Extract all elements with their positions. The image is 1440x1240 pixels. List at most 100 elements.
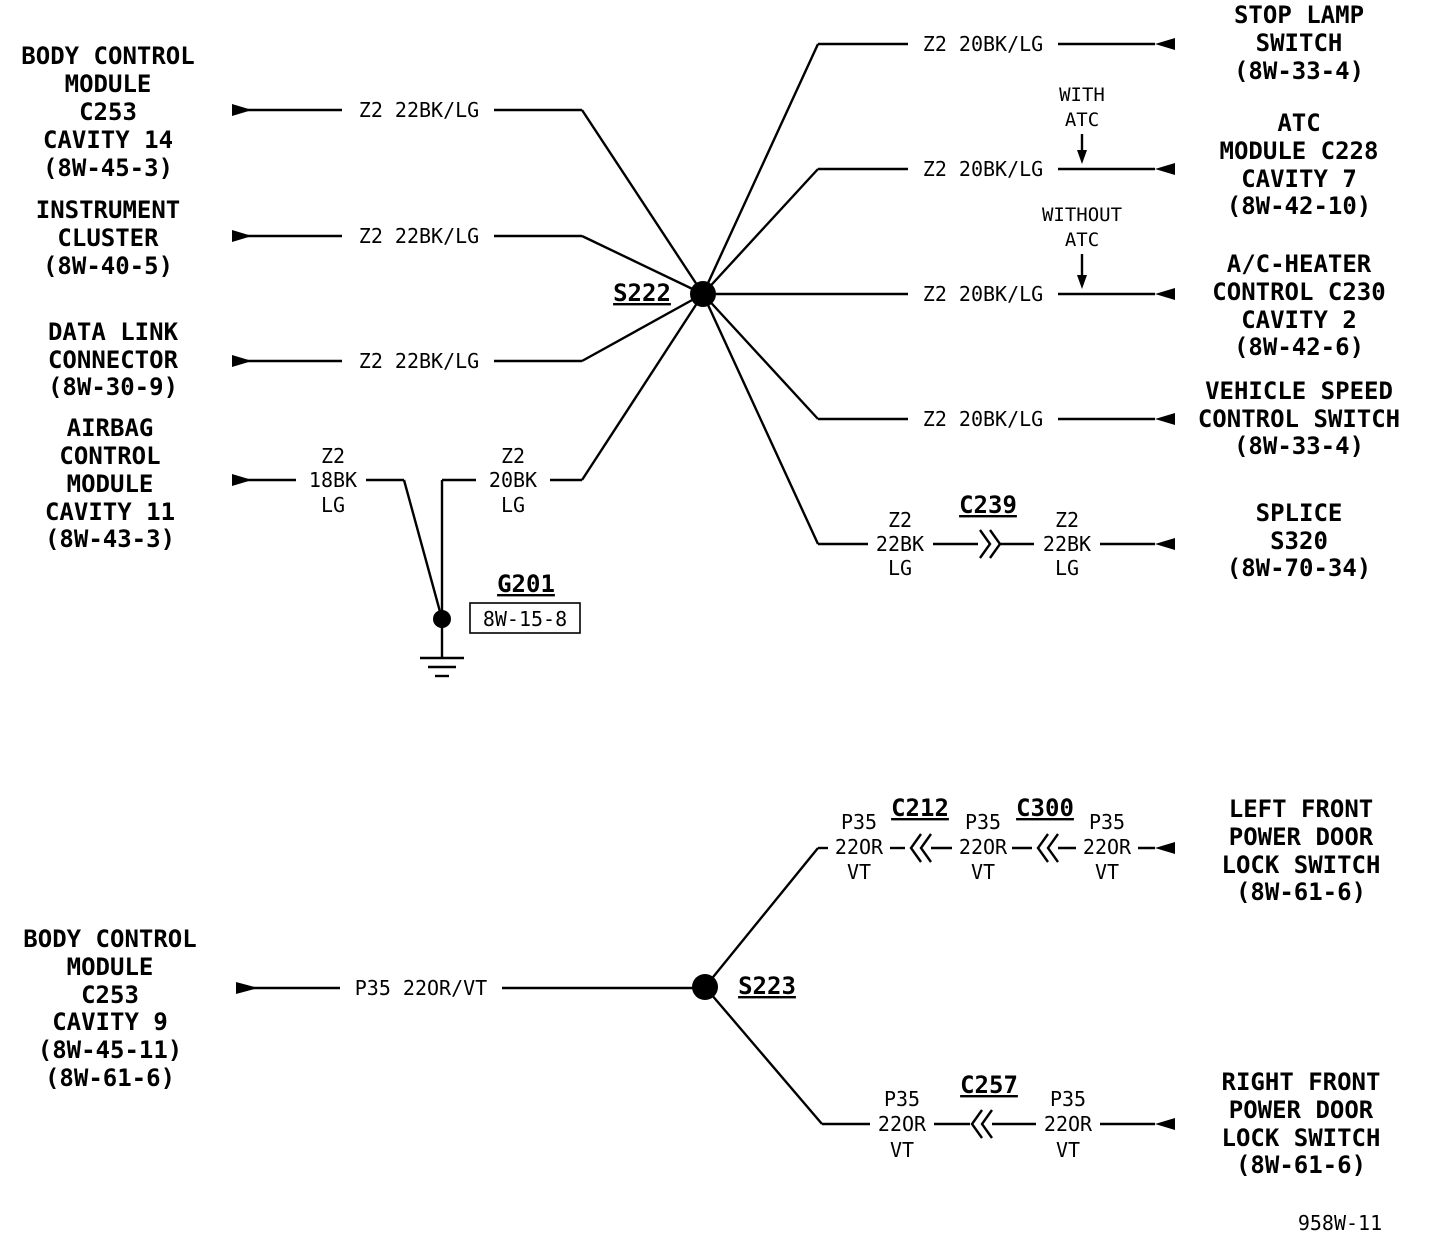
s222-right-wire-labels: Z2 20BK/LG Z2 20BK/LG Z2 20BK/LG Z2 20BK… bbox=[876, 32, 1091, 580]
svg-text:(8W-45-11): (8W-45-11) bbox=[38, 1036, 183, 1064]
svg-text:Z2: Z2 bbox=[888, 508, 912, 532]
splice-s222: S222 bbox=[613, 279, 716, 307]
arrow-head-icon bbox=[1155, 413, 1175, 425]
svg-text:LG: LG bbox=[501, 493, 525, 517]
svg-text:RIGHT FRONT: RIGHT FRONT bbox=[1222, 1068, 1381, 1096]
down-arrow-icon bbox=[1077, 150, 1087, 164]
svg-text:(8W-61-6): (8W-61-6) bbox=[1236, 1151, 1366, 1179]
svg-text:P35: P35 bbox=[841, 810, 877, 834]
svg-text:LG: LG bbox=[1055, 556, 1079, 580]
svg-text:POWER DOOR: POWER DOOR bbox=[1229, 823, 1374, 851]
svg-text:Z2 20BK/LG: Z2 20BK/LG bbox=[923, 157, 1043, 181]
svg-text:P35: P35 bbox=[1050, 1087, 1086, 1111]
svg-text:22OR: 22OR bbox=[959, 835, 1008, 859]
svg-text:VT: VT bbox=[971, 860, 995, 884]
svg-text:DATA LINK: DATA LINK bbox=[48, 318, 179, 346]
svg-text:22OR: 22OR bbox=[835, 835, 884, 859]
c257-label: C257 bbox=[960, 1071, 1018, 1099]
svg-text:22BK: 22BK bbox=[1043, 532, 1091, 556]
right-front-door-lock-switch-label: RIGHT FRONT POWER DOOR LOCK SWITCH (8W-6… bbox=[1222, 1068, 1381, 1179]
instrument-cluster-label: INSTRUMENT CLUSTER (8W-40-5) bbox=[36, 196, 181, 280]
g201-label: G201 bbox=[497, 570, 555, 598]
svg-text:ATC: ATC bbox=[1065, 109, 1099, 131]
arrow-head-icon bbox=[1155, 842, 1175, 854]
svg-text:CONTROL SWITCH: CONTROL SWITCH bbox=[1198, 405, 1400, 433]
svg-text:CONTROL: CONTROL bbox=[59, 442, 160, 470]
svg-text:MODULE C228: MODULE C228 bbox=[1220, 137, 1379, 165]
svg-text:BODY CONTROL: BODY CONTROL bbox=[23, 925, 196, 953]
svg-text:(8W-33-4): (8W-33-4) bbox=[1234, 57, 1364, 85]
svg-text:Z2 22BK/LG: Z2 22BK/LG bbox=[359, 224, 479, 248]
ground-ref-box bbox=[469, 602, 581, 634]
svg-text:(8W-61-6): (8W-61-6) bbox=[1236, 878, 1366, 906]
svg-text:MODULE: MODULE bbox=[67, 470, 154, 498]
svg-text:22BK: 22BK bbox=[876, 532, 924, 556]
svg-text:Z2 20BK/LG: Z2 20BK/LG bbox=[923, 282, 1043, 306]
c239-label: C239 bbox=[959, 491, 1017, 519]
data-link-connector-label: DATA LINK CONNECTOR (8W-30-9) bbox=[48, 318, 179, 401]
svg-text:18BK: 18BK bbox=[309, 468, 357, 492]
down-arrow-icon bbox=[1077, 275, 1087, 289]
s222-left-wires bbox=[232, 104, 705, 620]
svg-text:POWER DOOR: POWER DOOR bbox=[1229, 1096, 1374, 1124]
svg-text:Z2: Z2 bbox=[501, 444, 525, 468]
svg-text:VT: VT bbox=[890, 1138, 914, 1162]
svg-text:CLUSTER: CLUSTER bbox=[57, 224, 159, 252]
s223-wires bbox=[236, 833, 1175, 1139]
svg-text:CAVITY 11: CAVITY 11 bbox=[45, 498, 175, 526]
svg-text:Z2 22BK/LG: Z2 22BK/LG bbox=[359, 349, 479, 373]
svg-text:CONTROL C230: CONTROL C230 bbox=[1212, 278, 1385, 306]
s222-label: S222 bbox=[613, 279, 671, 307]
s222-right-wires bbox=[701, 38, 1175, 559]
s222-left-wire-labels: Z2 22BK/LG Z2 22BK/LG Z2 22BK/LG Z2 18BK… bbox=[309, 98, 537, 517]
arrow-head-icon bbox=[1155, 163, 1175, 175]
splice-s223: S223 bbox=[692, 972, 796, 1000]
splice-s320-label: SPLICE S320 (8W-70-34) bbox=[1227, 499, 1372, 582]
svg-text:MODULE: MODULE bbox=[65, 70, 152, 98]
bcm-cavity-14-label: BODY CONTROL MODULE C253 CAVITY 14 (8W-4… bbox=[21, 42, 194, 182]
svg-text:(8W-42-10): (8W-42-10) bbox=[1227, 192, 1372, 220]
svg-text:P35 22OR/VT: P35 22OR/VT bbox=[355, 976, 487, 1000]
bcm-cavity-9-label: BODY CONTROL MODULE C253 CAVITY 9 (8W-45… bbox=[23, 925, 196, 1092]
c300-label: C300 bbox=[1016, 794, 1074, 822]
svg-text:CAVITY 9: CAVITY 9 bbox=[52, 1008, 168, 1036]
svg-text:MODULE: MODULE bbox=[67, 953, 154, 981]
svg-text:(8W-42-6): (8W-42-6) bbox=[1234, 333, 1364, 361]
svg-text:SPLICE: SPLICE bbox=[1256, 499, 1343, 527]
svg-text:AIRBAG: AIRBAG bbox=[67, 414, 154, 442]
c212-label: C212 bbox=[891, 794, 949, 822]
svg-text:C253: C253 bbox=[79, 98, 137, 126]
svg-text:22OR: 22OR bbox=[1044, 1112, 1093, 1136]
svg-text:(8W-43-3): (8W-43-3) bbox=[45, 525, 175, 553]
svg-text:Z2 20BK/LG: Z2 20BK/LG bbox=[923, 407, 1043, 431]
svg-text:22OR: 22OR bbox=[878, 1112, 927, 1136]
svg-text:A/C-HEATER: A/C-HEATER bbox=[1227, 250, 1372, 278]
ac-heater-control-label: A/C-HEATER CONTROL C230 CAVITY 2 (8W-42-… bbox=[1212, 250, 1385, 361]
svg-text:(8W-61-6): (8W-61-6) bbox=[45, 1064, 175, 1092]
svg-text:SWITCH: SWITCH bbox=[1256, 29, 1343, 57]
svg-text:(8W-33-4): (8W-33-4) bbox=[1234, 432, 1364, 460]
vehicle-speed-control-switch-label: VEHICLE SPEED CONTROL SWITCH (8W-33-4) bbox=[1198, 377, 1400, 460]
svg-text:LG: LG bbox=[888, 556, 912, 580]
s223-wire-labels: P35 22OR/VT P35 22OR VT P35 22OR VT P35 … bbox=[355, 794, 1132, 1162]
svg-text:CAVITY 14: CAVITY 14 bbox=[43, 126, 173, 154]
svg-text:P35: P35 bbox=[884, 1087, 920, 1111]
svg-text:CONNECTOR: CONNECTOR bbox=[48, 346, 179, 374]
svg-text:LEFT FRONT: LEFT FRONT bbox=[1229, 795, 1374, 823]
airbag-control-module-label: AIRBAG CONTROL MODULE CAVITY 11 (8W-43-3… bbox=[45, 414, 175, 553]
left-front-door-lock-switch-label: LEFT FRONT POWER DOOR LOCK SWITCH (8W-61… bbox=[1222, 795, 1381, 906]
arrow-head-icon bbox=[1155, 288, 1175, 300]
s223-label: S223 bbox=[738, 972, 796, 1000]
svg-text:VEHICLE SPEED: VEHICLE SPEED bbox=[1205, 377, 1393, 405]
svg-text:WITHOUT: WITHOUT bbox=[1042, 204, 1122, 226]
g201-ref: 8W-15-8 bbox=[483, 607, 567, 631]
svg-text:VT: VT bbox=[847, 860, 871, 884]
svg-text:BODY CONTROL: BODY CONTROL bbox=[21, 42, 194, 70]
svg-text:(8W-45-3): (8W-45-3) bbox=[43, 154, 173, 182]
svg-text:CAVITY 7: CAVITY 7 bbox=[1241, 165, 1357, 193]
svg-text:S320: S320 bbox=[1270, 527, 1328, 555]
svg-text:20BK: 20BK bbox=[489, 468, 537, 492]
svg-text:C253: C253 bbox=[81, 981, 139, 1009]
svg-text:WITH: WITH bbox=[1059, 84, 1105, 106]
